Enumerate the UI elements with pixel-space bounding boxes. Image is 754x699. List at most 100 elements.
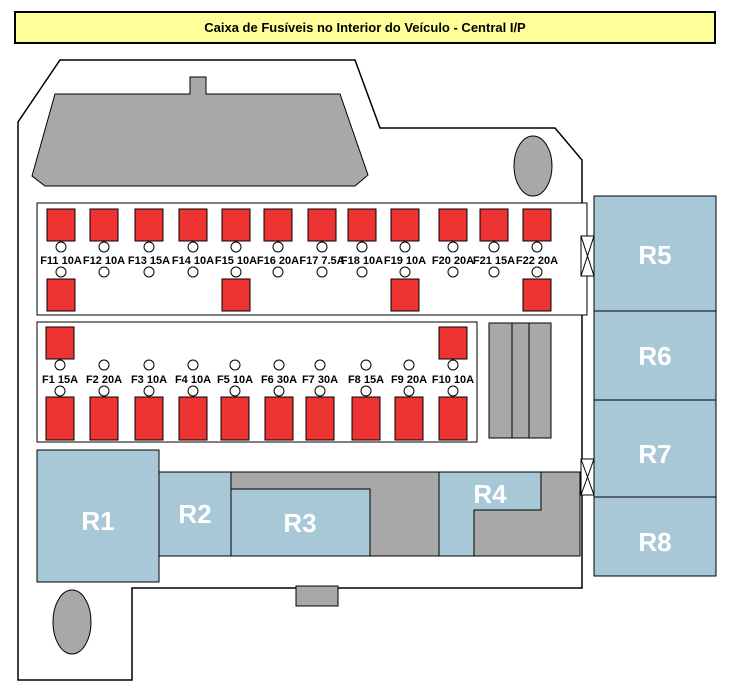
- fuse-label: F5 10A: [217, 374, 253, 386]
- fuse-contact: [229, 385, 241, 397]
- fuse-contact: [230, 266, 242, 278]
- fuse-label: F3 10A: [131, 374, 167, 386]
- fuse-bottom-5[interactable]: F5 10A: [217, 359, 253, 441]
- fuse-body: [89, 396, 119, 441]
- fuse-top-2[interactable]: F12 10A: [83, 208, 125, 278]
- fuse-label: F18 10A: [341, 255, 383, 267]
- fuse-label: F15 10A: [215, 255, 257, 267]
- fuse-bottom-7[interactable]: F7 30A: [302, 359, 338, 441]
- fuse-label: F1 15A: [42, 374, 78, 386]
- mounting-hole-bottom-left: [52, 589, 92, 655]
- fuse-bottom-1[interactable]: F1 15A: [42, 326, 78, 441]
- fuse-label: F8 15A: [348, 374, 384, 386]
- relay-r6-label: R6: [638, 341, 671, 371]
- fuse-contact: [273, 385, 285, 397]
- fuse-label: F6 30A: [261, 374, 297, 386]
- fuse-body-lower: [46, 278, 76, 312]
- fuse-contact: [54, 359, 66, 371]
- fuse-contact: [356, 266, 368, 278]
- fuse-body: [46, 208, 76, 242]
- relay-r3[interactable]: R3: [230, 488, 371, 557]
- fuse-contact: [55, 266, 67, 278]
- relay-r8[interactable]: R8: [593, 496, 717, 577]
- fuse-top-4[interactable]: F14 10A: [172, 208, 214, 278]
- fuse-contact: [187, 359, 199, 371]
- fuse-bottom-8[interactable]: F8 15A: [348, 359, 384, 441]
- fuse-bottom-2[interactable]: F2 20A: [86, 359, 122, 441]
- fuse-top-5[interactable]: F15 10A: [215, 208, 257, 312]
- fuse-contact: [447, 359, 459, 371]
- fuse-contact: [143, 241, 155, 253]
- fuse-contact: [531, 266, 543, 278]
- fuse-contact: [229, 359, 241, 371]
- relay-r2-label: R2: [178, 499, 211, 529]
- relay-r5[interactable]: R5: [593, 195, 717, 312]
- fuse-label: F11 10A: [40, 255, 82, 267]
- fuse-bottom-6[interactable]: F6 30A: [261, 359, 297, 441]
- fuse-contact: [488, 241, 500, 253]
- fuse-contact: [187, 385, 199, 397]
- fuse-label: F12 10A: [83, 255, 125, 267]
- relay-r1[interactable]: R1: [36, 449, 160, 583]
- fuse-contact: [143, 359, 155, 371]
- fuse-contact: [314, 359, 326, 371]
- fuse-contact: [314, 385, 326, 397]
- fuse-body-lower: [221, 278, 251, 312]
- fuse-label: F16 20A: [257, 255, 299, 267]
- fuse-body: [45, 396, 75, 441]
- fuse-top-11[interactable]: F21 15A: [473, 208, 515, 278]
- fuse-contact: [98, 241, 110, 253]
- fuse-top-8[interactable]: F18 10A: [341, 208, 383, 278]
- fuse-top-1[interactable]: F11 10A: [40, 208, 82, 312]
- fuse-body-lower: [522, 278, 552, 312]
- fuse-contact: [143, 385, 155, 397]
- fuse-contact: [447, 266, 459, 278]
- fuse-contact: [531, 241, 543, 253]
- fuse-contact: [230, 241, 242, 253]
- relay-r4[interactable]: R4: [438, 471, 542, 557]
- fuse-bottom-10[interactable]: F10 10A: [432, 326, 474, 441]
- fuse-bottom-3[interactable]: F3 10A: [131, 359, 167, 441]
- fuse-top-12[interactable]: F22 20A: [516, 208, 558, 312]
- fuse-contact: [316, 266, 328, 278]
- fuse-label: F22 20A: [516, 255, 558, 267]
- fuse-contact: [447, 241, 459, 253]
- relay-r8-label: R8: [638, 527, 671, 557]
- fuse-body: [220, 396, 250, 441]
- fuse-top-7[interactable]: F17 7.5A: [299, 208, 345, 278]
- diagram-title: Caixa de Fusíveis no Interior do Veículo…: [14, 11, 716, 44]
- connector-socket: [31, 76, 369, 187]
- fuse-top-6[interactable]: F16 20A: [257, 208, 299, 278]
- fuse-body: [134, 396, 164, 441]
- relay-bracket-bottom: [580, 458, 595, 496]
- fuse-contact: [403, 359, 415, 371]
- fuse-body: [263, 208, 293, 242]
- relay-r1-label: R1: [81, 506, 114, 536]
- fuse-label: F2 20A: [86, 374, 122, 386]
- fuse-contact: [399, 241, 411, 253]
- relay-r3-label: R3: [283, 508, 316, 538]
- fuse-contact: [447, 385, 459, 397]
- fuse-contact: [187, 241, 199, 253]
- fuse-bottom-4[interactable]: F4 10A: [175, 359, 211, 441]
- relay-r2[interactable]: R2: [158, 471, 232, 557]
- fuse-body: [390, 208, 420, 242]
- fuse-top-10[interactable]: F20 20A: [432, 208, 474, 278]
- fuse-body: [178, 396, 208, 441]
- relay-r6[interactable]: R6: [593, 310, 717, 401]
- fuse-contact: [360, 359, 372, 371]
- fuse-contact: [488, 266, 500, 278]
- fuse-body: [178, 208, 208, 242]
- fuse-top-3[interactable]: F13 15A: [128, 208, 170, 278]
- fuse-body: [134, 208, 164, 242]
- relay-r7[interactable]: R7: [593, 399, 717, 498]
- fuse-contact: [356, 241, 368, 253]
- fuse-body: [438, 396, 468, 441]
- fuse-body: [305, 396, 335, 441]
- fuse-bottom-9[interactable]: F9 20A: [391, 359, 427, 441]
- fuse-body-lower: [390, 278, 420, 312]
- fuse-body-upper: [45, 326, 75, 360]
- fuse-label: F17 7.5A: [299, 255, 344, 267]
- fuse-top-9[interactable]: F19 10A: [384, 208, 426, 312]
